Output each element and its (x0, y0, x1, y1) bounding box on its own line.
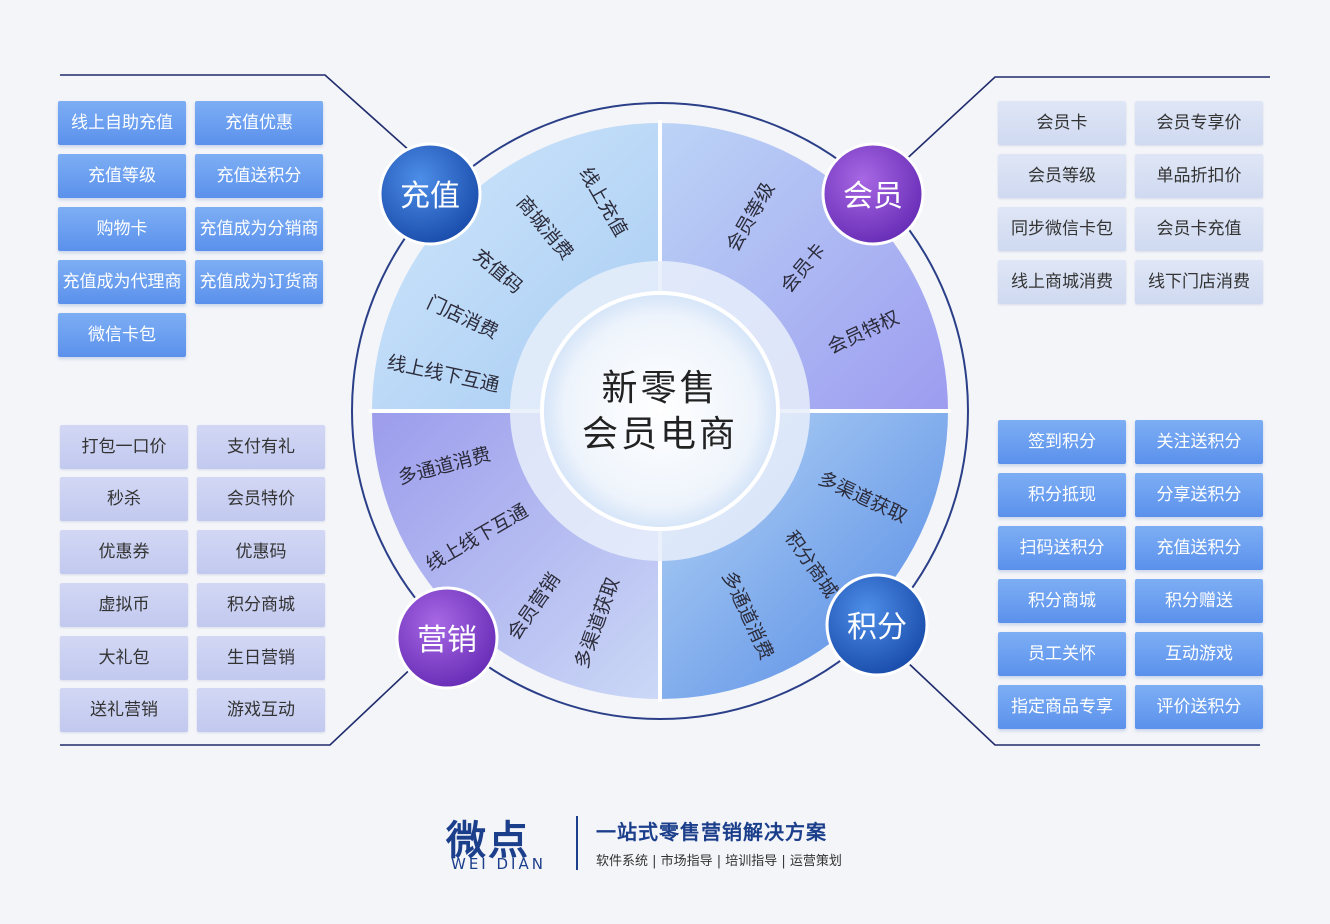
recharge-box: 线上自助充值 (58, 101, 186, 145)
points-box: 指定商品专享 (998, 685, 1126, 729)
points-box: 充值送积分 (1135, 526, 1263, 570)
marketing-box: 打包一口价 (60, 425, 188, 469)
marketing-box: 优惠码 (197, 530, 325, 574)
recharge-box: 充值成为分销商 (195, 207, 323, 251)
recharge-box: 充值送积分 (195, 154, 323, 198)
member-box: 会员卡充值 (1135, 207, 1263, 251)
points-box: 积分商城 (998, 579, 1126, 623)
marketing-box: 生日营销 (197, 636, 325, 680)
logo-name-en: WEI DIAN (451, 855, 546, 873)
marketing-box: 优惠券 (60, 530, 188, 574)
ball-recharge: 充值 (378, 142, 482, 246)
center-disc (540, 291, 780, 531)
logo-tagline: 一站式零售营销解决方案 (596, 820, 827, 844)
connector-lines (60, 74, 1270, 746)
points-box: 关注送积分 (1135, 420, 1263, 464)
ball-marketing: 营销 (395, 586, 499, 690)
recharge-box: 充值优惠 (195, 101, 323, 145)
member-box: 线下门店消费 (1135, 260, 1263, 304)
logo-services: 软件系统 | 市场指导 | 培训指导 | 运营策划 (596, 854, 842, 869)
ball-points: 积分 (825, 573, 929, 677)
member-box: 同步微信卡包 (998, 207, 1126, 251)
marketing-box: 秒杀 (60, 477, 188, 521)
connector-recharge (60, 74, 421, 161)
marketing-box: 支付有礼 (197, 425, 325, 469)
marketing-box: 大礼包 (60, 636, 188, 680)
recharge-box: 购物卡 (58, 207, 186, 251)
connector-points (904, 659, 1260, 746)
points-box: 签到积分 (998, 420, 1126, 464)
marketing-box: 会员特价 (197, 477, 325, 521)
recharge-box: 充值等级 (58, 154, 186, 198)
ball-recharge-label: 充值 (400, 179, 460, 214)
marketing-box: 送礼营销 (60, 688, 188, 732)
points-box: 互动游戏 (1135, 632, 1263, 676)
points-box: 积分抵现 (998, 473, 1126, 517)
center-title-line1: 新零售 (601, 368, 718, 409)
points-box: 分享送积分 (1135, 473, 1263, 517)
points-box: 评价送积分 (1135, 685, 1263, 729)
ball-member: 会员 (821, 142, 925, 246)
member-box: 会员卡 (998, 101, 1126, 145)
marketing-box: 虚拟币 (60, 583, 188, 627)
connector-member (899, 76, 1270, 166)
ball-marketing-label: 营销 (417, 623, 477, 658)
points-box: 扫码送积分 (998, 526, 1126, 570)
ball-member-label: 会员 (843, 179, 903, 214)
recharge-box: 充值成为订货商 (195, 260, 323, 304)
logo-divider (576, 816, 578, 870)
recharge-box: 微信卡包 (58, 313, 186, 357)
recharge-box: 充值成为代理商 (58, 260, 186, 304)
ball-points-label: 积分 (847, 610, 907, 645)
logo-name-cn: 微点 (446, 818, 530, 864)
center-title-line2: 会员电商 (582, 414, 738, 455)
member-box: 单品折扣价 (1135, 154, 1263, 198)
member-box: 会员专享价 (1135, 101, 1263, 145)
points-box: 积分赠送 (1135, 579, 1263, 623)
connector-marketing (60, 659, 421, 746)
marketing-box: 积分商城 (197, 583, 325, 627)
marketing-box: 游戏互动 (197, 688, 325, 732)
member-box: 线上商城消费 (998, 260, 1126, 304)
member-box: 会员等级 (998, 154, 1126, 198)
outer-ring (351, 102, 969, 720)
points-box: 员工关怀 (998, 632, 1126, 676)
